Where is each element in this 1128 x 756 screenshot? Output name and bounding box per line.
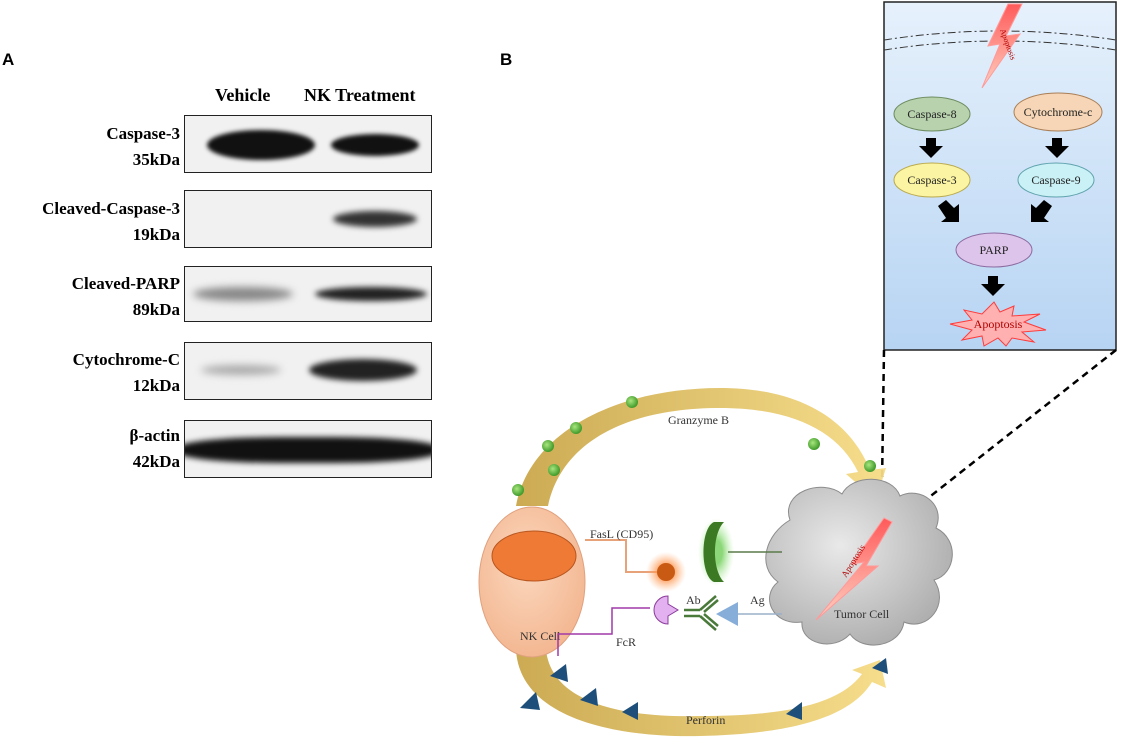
arrow-diagonal-icon <box>938 200 959 222</box>
cytochrome-c-label: Cytochrome-c <box>1024 105 1093 119</box>
band-nk <box>331 134 419 156</box>
tumor-receptor <box>698 518 782 586</box>
protein-name: Cleaved-PARP <box>71 274 180 293</box>
fcr-label: FcR <box>616 635 636 649</box>
apoptosis-bolt-icon <box>981 3 1023 89</box>
granzyme-b-label: Granzyme B <box>668 413 729 427</box>
perforin-arrow: Perforin <box>516 650 888 737</box>
caspase-8-label: Caspase-8 <box>907 107 956 121</box>
blot-beta-actin <box>184 420 432 478</box>
tumor-cell: Tumor Cell Apoptosis <box>765 478 953 646</box>
molecular-weight: 89kDa <box>132 300 180 319</box>
band-vehicle <box>193 287 293 301</box>
molecular-weight: 19kDa <box>132 225 180 244</box>
granzyme-granule-icon <box>808 438 820 450</box>
parp-label: PARP <box>980 243 1009 257</box>
tumor-cell-label: Tumor Cell <box>834 607 890 621</box>
caspase-9-label: Caspase-9 <box>1031 173 1080 187</box>
band-nk <box>333 211 417 227</box>
arrow-down-icon <box>1045 138 1069 158</box>
blot-label-caspase-3: Caspase-3 35kDa <box>0 121 180 173</box>
parp-node <box>955 232 1033 268</box>
molecular-weight: 12kDa <box>132 376 180 395</box>
perforin-molecule-icon <box>520 692 540 710</box>
cytochrome-c-node <box>1013 92 1103 132</box>
band-full-width <box>185 437 431 463</box>
blot-label-cleaved-parp: Cleaved-PARP 89kDa <box>0 271 180 323</box>
blot-cytochrome-c <box>184 342 432 400</box>
arrow-diagonal-icon <box>1031 200 1052 222</box>
fc-receptor-icon <box>653 595 679 625</box>
nk-cell-label: NK Cell <box>520 629 561 643</box>
perforin-molecule-icon <box>872 658 888 674</box>
granzyme-granule-icon <box>570 422 582 434</box>
apoptosis-label: Apoptosis <box>974 317 1023 331</box>
perforin-label: Perforin <box>686 713 725 727</box>
blot-label-beta-actin: β-actin 42kDa <box>0 423 180 475</box>
band-vehicle <box>207 130 315 160</box>
connector-line <box>880 349 886 485</box>
connector-line <box>917 349 1117 507</box>
antibody-icon <box>684 595 719 631</box>
protein-name: Cytochrome-C <box>72 350 180 369</box>
granzyme-b-arrow: Granzyme B <box>512 388 886 506</box>
caspase-3-label: Caspase-3 <box>907 173 956 187</box>
granzyme-granule-icon <box>548 464 560 476</box>
panel-a-letter: A <box>2 50 15 69</box>
lane-vehicle-label: Vehicle <box>215 85 271 105</box>
granzyme-granule-icon <box>512 484 524 496</box>
granzyme-granule-icon <box>864 460 876 472</box>
ab-label: Ab <box>686 593 701 607</box>
protein-name: β-actin <box>129 426 180 445</box>
perforin-molecule-icon <box>580 688 598 706</box>
blot-cleaved-caspase-3 <box>184 190 432 248</box>
band-nk <box>315 287 427 301</box>
caspase-9-node <box>1017 162 1095 198</box>
ag-label: Ag <box>750 593 765 607</box>
blot-cleaved-parp <box>184 266 432 322</box>
caspase-3-node <box>893 162 971 198</box>
blot-label-cytochrome-c: Cytochrome-C 12kDa <box>0 347 180 399</box>
perforin-molecule-icon <box>622 702 638 720</box>
fasl-label: FasL (CD95) <box>590 527 653 541</box>
nk-cell-nucleus <box>491 530 577 582</box>
apoptosis-pathway-inset: Apoptosis Caspase-8 Cytochrome-c Caspase… <box>883 1 1117 351</box>
fasl-ligand-icon <box>657 563 675 581</box>
blot-label-cleaved-caspase-3: Cleaved-Caspase-3 19kDa <box>0 196 180 248</box>
blot-caspase-3 <box>184 115 432 173</box>
perforin-molecule-icon <box>786 702 802 720</box>
protein-name: Cleaved-Caspase-3 <box>42 199 180 218</box>
antigen-icon <box>716 602 738 626</box>
band-vehicle <box>201 365 281 375</box>
tumor-apoptosis-bolt-icon <box>815 517 893 621</box>
granzyme-granule-icon <box>542 440 554 452</box>
receptor-icon <box>703 522 724 582</box>
arrow-down-icon <box>981 276 1005 296</box>
nk-cell: NK Cell <box>478 506 586 658</box>
perforin-molecule-icon <box>550 664 568 682</box>
apoptosis-starburst-icon <box>949 301 1047 347</box>
molecular-weight: 35kDa <box>132 150 180 169</box>
band-nk <box>309 359 417 381</box>
caspase-8-node <box>893 96 971 132</box>
granzyme-granule-icon <box>626 396 638 408</box>
protein-name: Caspase-3 <box>106 124 180 143</box>
arrow-down-icon <box>919 138 943 158</box>
adcc-pathway: FcR Ab Ag <box>557 593 782 656</box>
molecular-weight: 42kDa <box>132 452 180 471</box>
fasl-pathway: FasL (CD95) <box>585 527 686 592</box>
lane-nk-treatment-label: NK Treatment <box>304 85 416 105</box>
panel-b-letter: B <box>500 50 513 69</box>
